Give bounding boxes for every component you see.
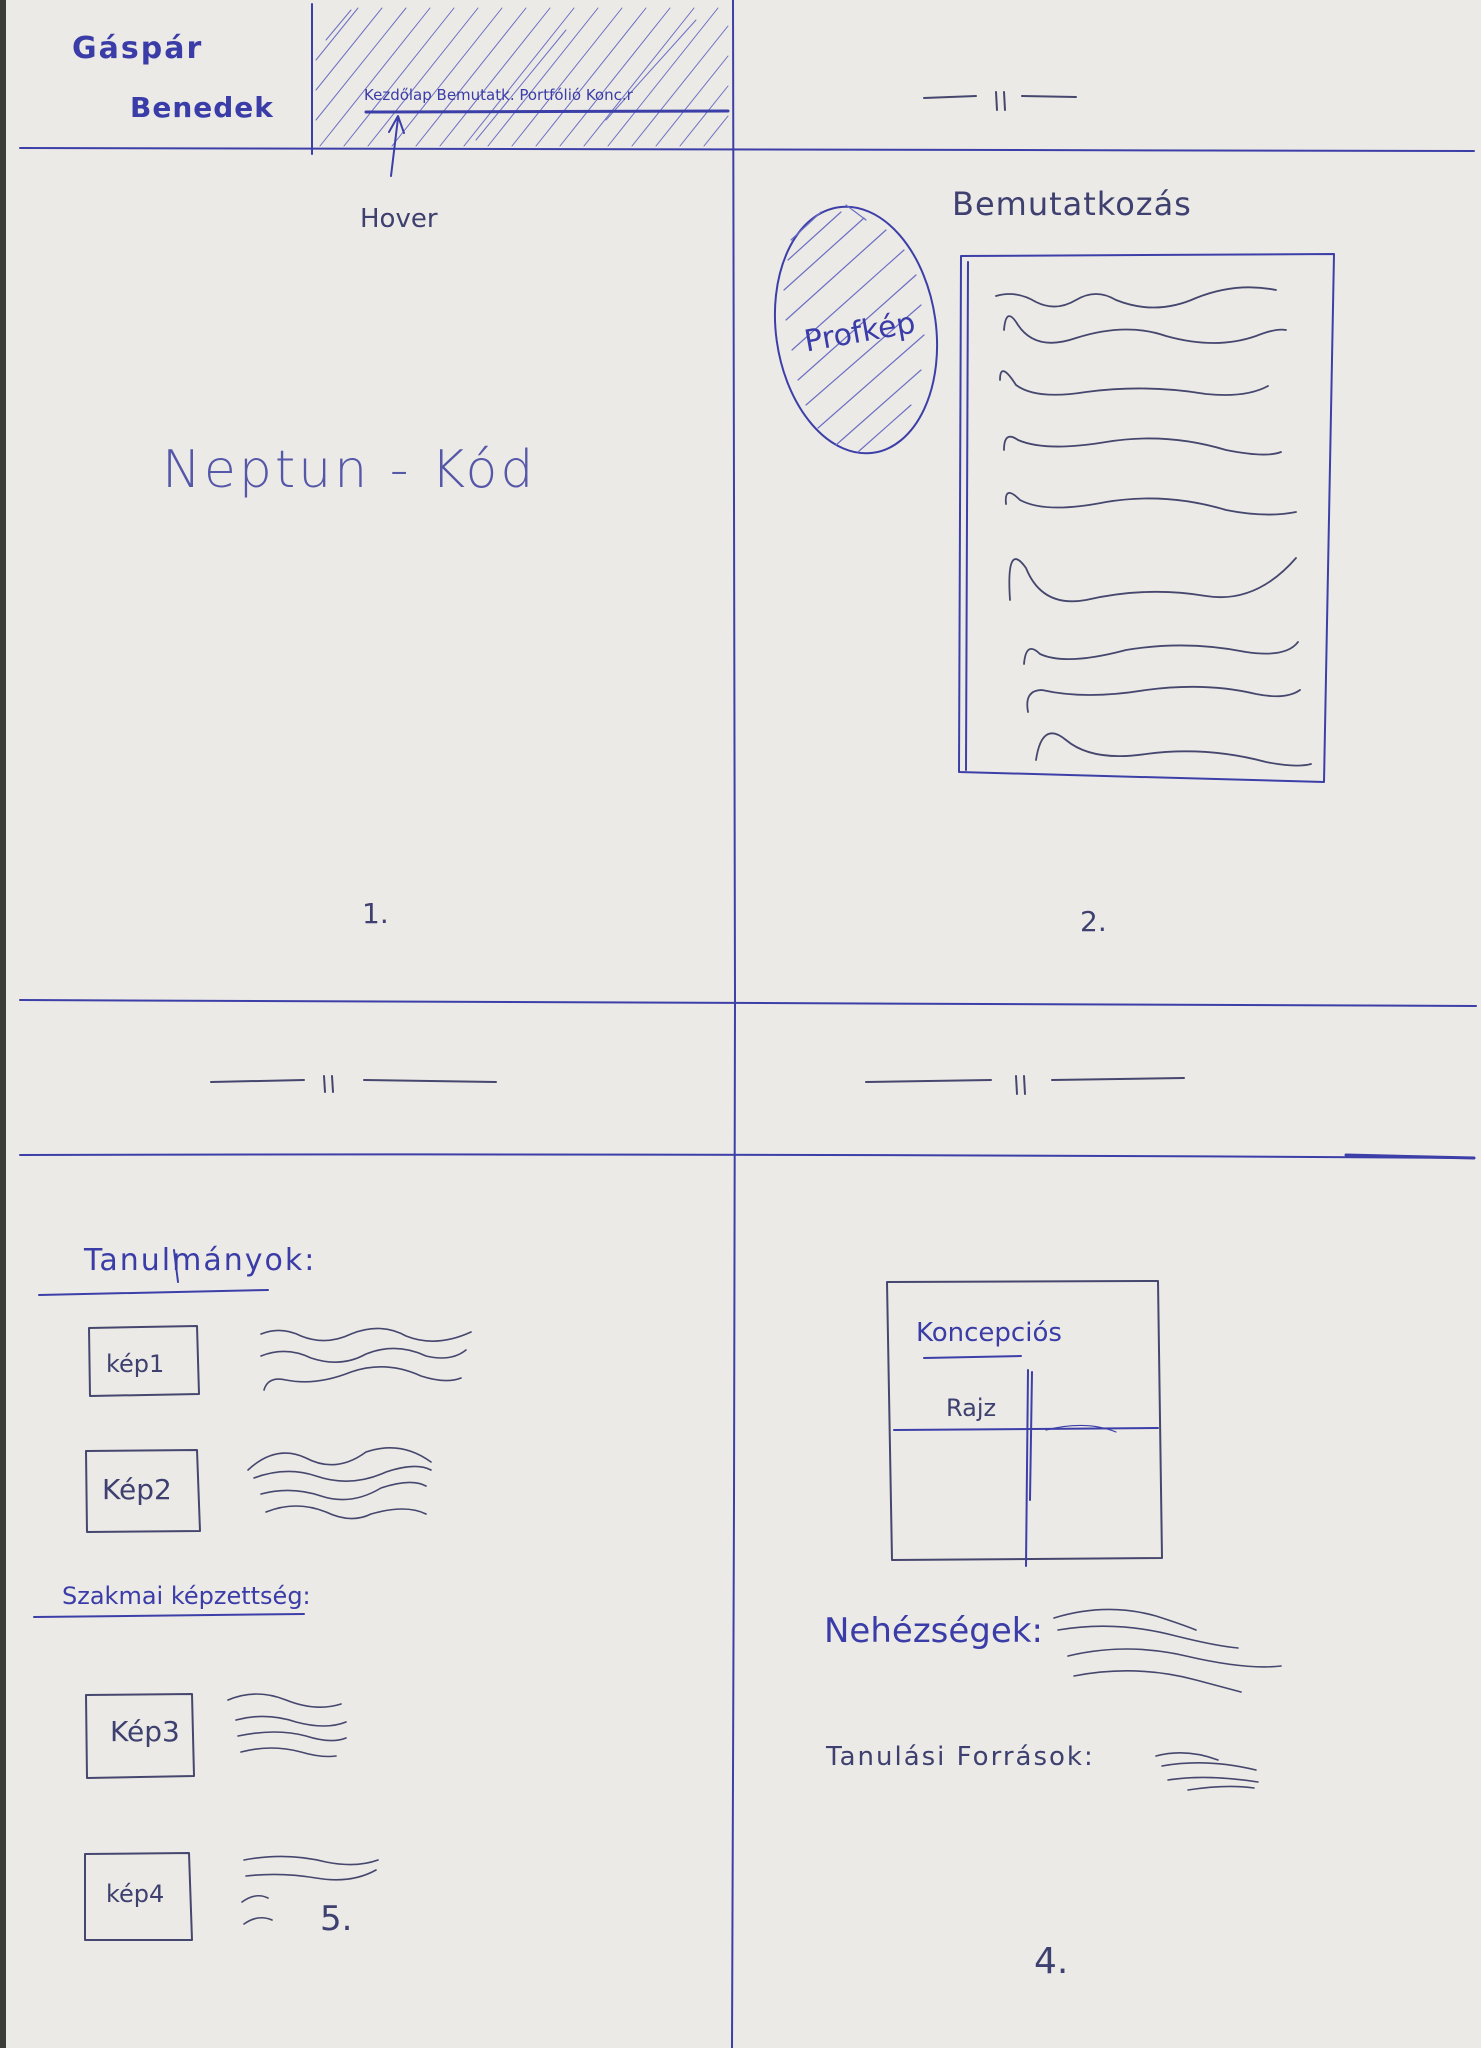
image-label-4: kép4 — [106, 1880, 165, 1908]
hover-arrow — [388, 115, 405, 177]
panel-number-5: 5. — [320, 1899, 353, 1939]
skills-heading: Szakmai képzettség: — [62, 1582, 311, 1610]
nav-underline — [364, 109, 730, 114]
difficulties-label: Nehézségek: — [824, 1611, 1043, 1651]
intro-text-box — [958, 253, 1335, 783]
panel-number-4: 4. — [1034, 1941, 1069, 1982]
profile-picture-oval — [773, 204, 939, 455]
skills-underline — [33, 1613, 305, 1618]
studies-underline — [38, 1249, 269, 1296]
image-label-1: kép1 — [106, 1350, 165, 1378]
panel-number-2: 2. — [1080, 905, 1107, 938]
paper-sheet: Gáspár Benedek Kezdőlap Bemutatk. Portfó… — [6, 0, 1481, 2048]
image-label-2: Kép2 — [102, 1473, 172, 1506]
image-label-3: Kép3 — [110, 1715, 180, 1748]
nav-hover-hatching — [315, 7, 729, 147]
studies-heading: Tanulmányok: — [84, 1243, 317, 1278]
hover-label: Hover — [360, 204, 438, 234]
nav-menu-hover[interactable]: Kezdőlap Bemutatk. Portfólió Konc.r — [364, 86, 633, 104]
page-title-neptun-code: Neptun - Kód — [162, 440, 537, 500]
vertical-divider — [731, 0, 736, 2048]
middle-divider-top — [19, 999, 1477, 1007]
intro-heading: Bemutatkozás — [952, 185, 1192, 223]
concept-drawing-title: Koncepciós — [916, 1318, 1062, 1348]
concept-drawing-subtitle: Rajz — [946, 1394, 997, 1422]
concept-drawing-box — [886, 1280, 1163, 1561]
panel5-text-squiggles — [227, 1327, 472, 1925]
panel-grid — [19, 0, 1477, 2048]
header-bottom-line — [19, 147, 1475, 152]
brand-name-last: Benedek — [130, 91, 274, 124]
sketch-lines — [19, 0, 1477, 2048]
brand-name-first: Gáspár — [72, 31, 204, 66]
panel-number-1: 1. — [362, 897, 389, 930]
resources-label: Tanulási Források: — [826, 1742, 1095, 1772]
intro-text-squiggles — [995, 286, 1312, 767]
image-boxes — [84, 1325, 201, 1941]
panel4-text-squiggles — [1053, 1608, 1282, 1791]
middle-divider-bottom — [19, 1153, 1475, 1159]
